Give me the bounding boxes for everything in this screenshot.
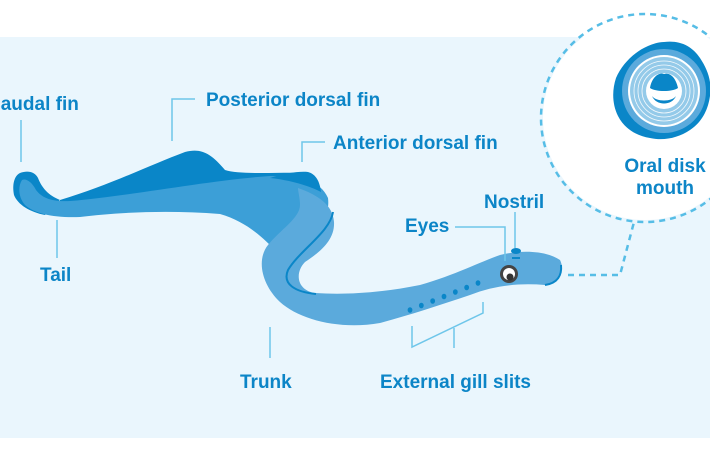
nostril-icon — [511, 248, 521, 259]
oral-disk-callout-line — [568, 221, 636, 277]
label-oral-disk-mouth: Oral disk mouth — [610, 157, 710, 198]
gill-slits-bracket — [411, 302, 484, 349]
eyes-leader — [455, 226, 506, 261]
trunk-body — [261, 188, 562, 326]
gill-slit — [475, 280, 481, 286]
label-anterior-dorsal-fin: Anterior dorsal fin — [333, 133, 498, 154]
gill-slits — [407, 280, 481, 313]
mouth-edge — [544, 264, 563, 286]
gill-slit — [441, 293, 447, 300]
label-external-gill-slits: External gill slits — [380, 372, 531, 393]
label-oral-disk-line1: Oral disk — [624, 156, 706, 177]
gill-slit — [452, 289, 458, 295]
anterior-dorsal-fin — [270, 171, 321, 192]
label-tail: Tail — [40, 265, 72, 286]
gill-slit — [430, 298, 436, 304]
label-caudal-fin: Caudal fin — [0, 94, 79, 115]
tail-body — [19, 176, 329, 250]
eye-icon — [500, 265, 518, 283]
label-nostril: Nostril — [484, 192, 545, 213]
anterior-dorsal-fin-leader — [301, 141, 325, 162]
gill-slit — [418, 302, 424, 309]
label-eyes: Eyes — [405, 216, 450, 237]
label-posterior-dorsal-fin: Posterior dorsal fin — [206, 90, 381, 111]
gill-slit — [464, 284, 470, 291]
trunk-contour-line — [285, 211, 334, 295]
gill-slit — [407, 307, 413, 313]
oral-disk-callout-circle — [539, 12, 710, 224]
posterior-dorsal-fin-leader — [171, 98, 195, 141]
oral-disk-icon — [613, 41, 710, 140]
label-oral-disk-line2: mouth — [635, 178, 695, 199]
label-trunk: Trunk — [240, 372, 292, 393]
